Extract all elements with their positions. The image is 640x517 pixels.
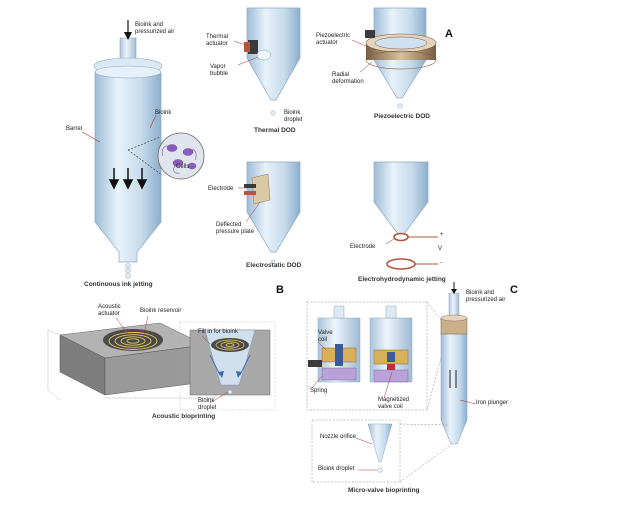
cells-label: Cells [176, 164, 190, 170]
nozzle-orifice-label: Nozzle orifice [320, 434, 357, 440]
vapor-bubble-label: Vapor bubble [210, 64, 229, 77]
microvalve-details [306, 301, 428, 411]
air-arrow [124, 32, 132, 40]
barrel-label: Barrel [66, 126, 83, 132]
reservoir-label: Bioink reservoir [140, 308, 182, 314]
ehd-electrode-label: Electrode [350, 244, 376, 250]
fill-label: Fill in for bioink [198, 329, 239, 335]
bioink-label: Bioink [155, 110, 172, 116]
acoustic-caption: Acoustic bioprinting [152, 413, 216, 420]
spring-label: Spring [310, 388, 328, 394]
piezo-caption: Piezoelectric DOD [374, 113, 430, 120]
pressure-plate-label: Deflected pressure plate [216, 222, 255, 235]
panel-letter-c: C [510, 284, 518, 296]
microvalve-syringe [399, 282, 477, 483]
plus-label: + [440, 232, 444, 238]
droplet [270, 110, 276, 116]
electrostatic-caption: Electrostatic DOD [246, 262, 302, 269]
ground-ring [386, 258, 416, 270]
microvalve-nozzle-detail [311, 419, 401, 483]
panel-letter-b: B [276, 284, 284, 296]
acoustic-section [179, 321, 276, 411]
cells-inset [157, 132, 205, 180]
ehd-nozzle [373, 161, 438, 270]
radial-deformation-label: Radial deformation [332, 72, 364, 85]
iron-plunger-label: Iron plunger [476, 400, 509, 406]
thermal-actuator-label: Thermal actuator [206, 34, 229, 47]
acoustic-droplet-label: Bioink droplet [198, 398, 217, 411]
minus-label: - [440, 260, 442, 266]
piezo-nozzle [351, 7, 437, 109]
piezo-actuator-label: Piezoelectric actuator [316, 33, 351, 46]
pressure-arrows [108, 168, 148, 190]
electrostatic-nozzle [238, 161, 301, 265]
ehd-caption: Electrohydrodynamic jetting [358, 276, 446, 283]
voltage-label: V [438, 246, 443, 252]
electrode-label: Electrode [208, 186, 234, 192]
jet-stream [125, 263, 131, 279]
thermal-droplet-label: Bioink droplet [284, 110, 303, 123]
magnetized-coil-label: Magnetized valve coil [378, 397, 410, 410]
continuous-syringe [81, 20, 205, 279]
thermal-caption: Thermal DOD [254, 127, 296, 134]
acoustic-rings [108, 332, 158, 350]
valve-coil-label: Valve coil [318, 330, 333, 343]
microvalve-air-label: Bioink and pressurized air [466, 290, 506, 303]
continuous-caption: Continuous ink jetting [84, 281, 153, 288]
vapor-bubble [256, 49, 272, 61]
electrode-ring [393, 232, 409, 242]
bioink-air-label: Bioink and pressurized air [135, 22, 175, 35]
thermal-nozzle [233, 7, 301, 116]
microvalve-caption: Micro-valve bioprinting [348, 487, 420, 494]
acoustic-actuator-label: Acoustic actuator [98, 304, 121, 317]
panel-letter-a: A [445, 28, 453, 40]
microvalve-droplet-label: Bioink droplet [318, 466, 355, 472]
